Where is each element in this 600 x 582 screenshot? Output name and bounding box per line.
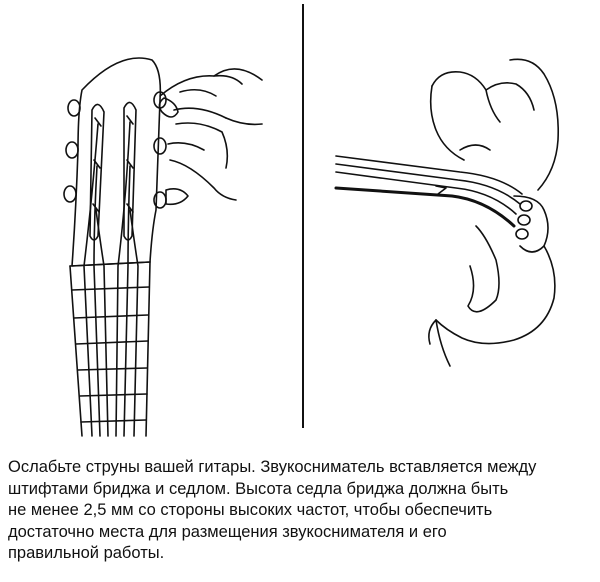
- vertical-divider: [302, 4, 304, 428]
- instruction-line: достаточно места для размещения звукосни…: [8, 522, 447, 541]
- instruction-line: правильной работы.: [8, 544, 165, 562]
- pickup-insertion-illustration: [334, 58, 560, 367]
- instruction-line: Ослабьте струны вашей гитары. Звукоснима…: [8, 458, 537, 476]
- guitar-headstock-illustration: [63, 57, 263, 437]
- instruction-line: не менее 2,5 мм со стороны высоких часто…: [8, 501, 493, 519]
- instruction-line: штифтами бриджа и седлом. Высота седла б…: [8, 479, 509, 498]
- instruction-text: Ослабьте струны вашей гитары. Звукоснима…: [8, 457, 596, 565]
- illustrations-area: [63, 4, 560, 437]
